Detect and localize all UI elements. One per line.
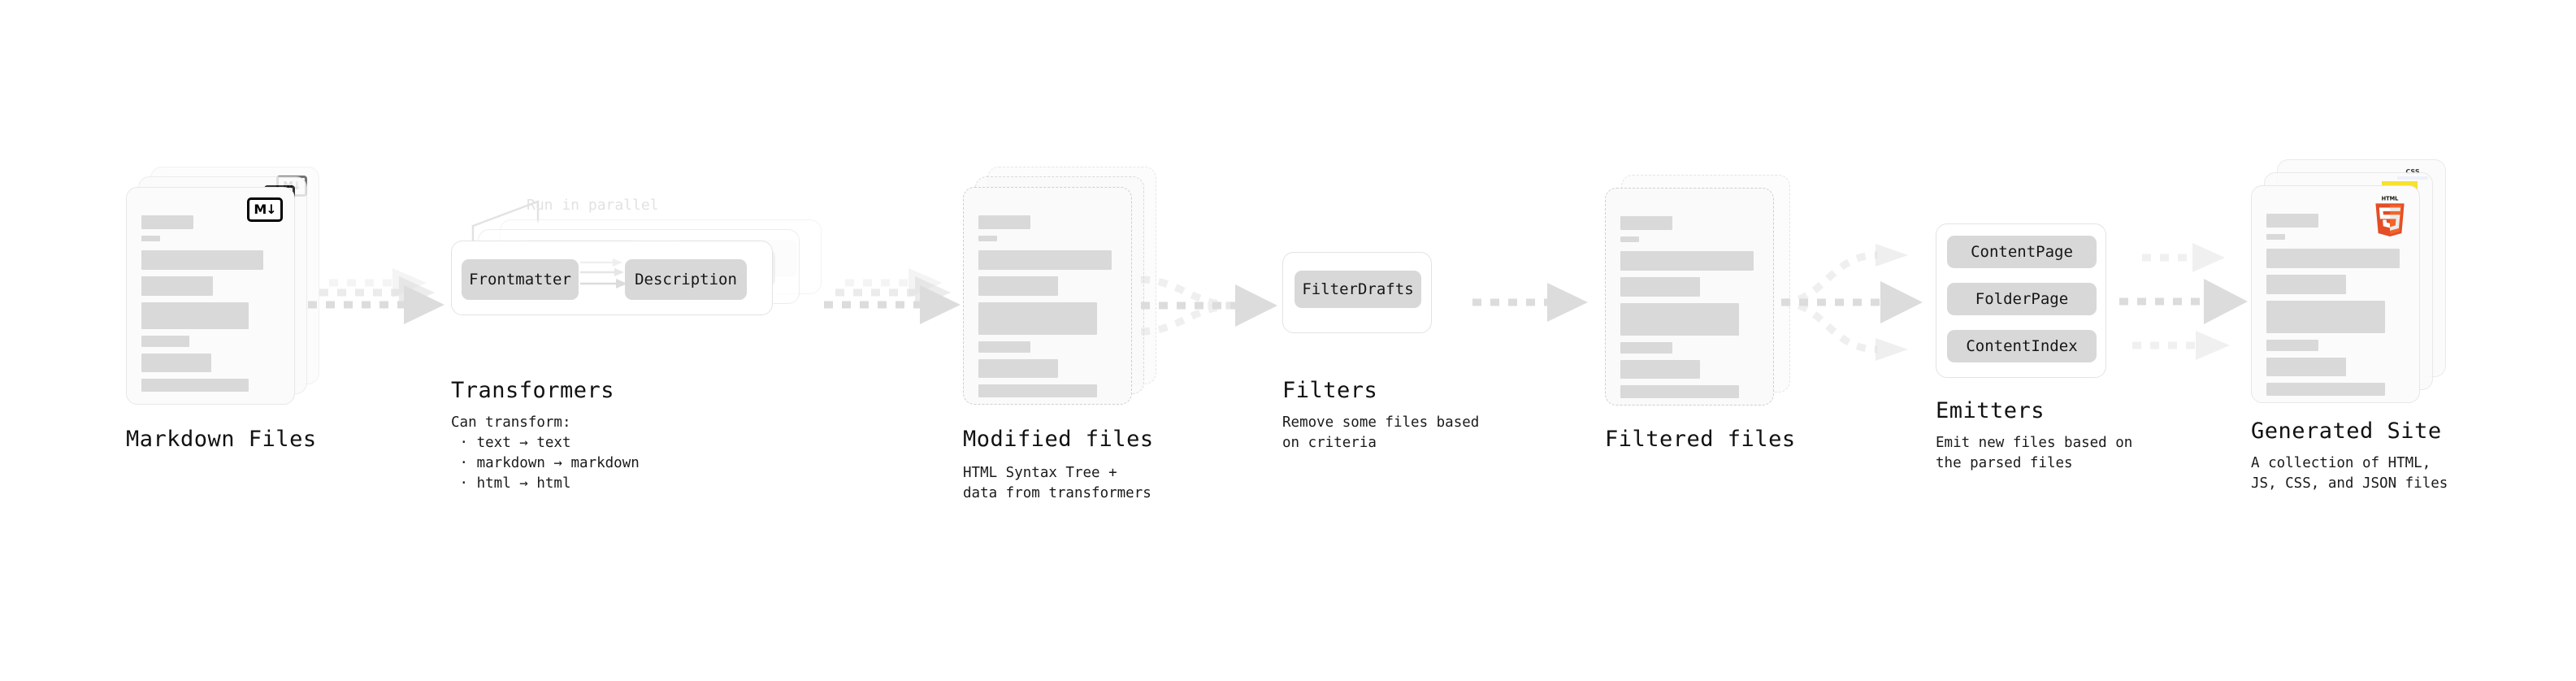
arrow-markdown-to-transformers	[305, 268, 451, 349]
chip-description[interactable]: Description	[625, 259, 747, 300]
generated-site-description: A collection of HTML, JS, CSS, and JSON …	[2251, 455, 2448, 492]
chip-folderpage[interactable]: FolderPage	[1947, 283, 2097, 315]
stage-title-modified-files: Modified files	[963, 427, 1154, 452]
markdown-badge: M↓	[247, 197, 283, 222]
stage-title-markdown-files: Markdown Files	[126, 427, 317, 452]
stage-title-filtered-files: Filtered files	[1605, 427, 1796, 452]
arrow-emitters-to-site	[2113, 240, 2259, 370]
stage-title-transformers: Transformers	[451, 378, 615, 403]
modified-file-front	[963, 187, 1132, 405]
html-file-front: HTML	[2251, 185, 2420, 403]
file-content-placeholder	[2266, 214, 2406, 402]
modified-files-description: HTML Syntax Tree + data from transformer…	[963, 465, 1151, 501]
file-content-placeholder	[141, 215, 281, 398]
run-in-parallel-bracket	[471, 195, 577, 244]
file-content-placeholder	[978, 215, 1118, 404]
filters-description: Remove some files based on criteria	[1282, 414, 1480, 451]
markdown-file-front: M↓	[126, 187, 295, 405]
transformers-card-front: Frontmatter Description	[451, 241, 773, 315]
stage-title-filters: Filters	[1282, 378, 1378, 403]
stage-title-generated-site: Generated Site	[2251, 419, 2442, 444]
chip-contentpage[interactable]: ContentPage	[1947, 236, 2097, 268]
file-content-placeholder	[1620, 216, 1760, 405]
arrow-modified-to-filters	[1138, 268, 1284, 349]
html5-badge: HTML	[2372, 194, 2408, 237]
svg-text:HTML: HTML	[2382, 196, 2400, 202]
chip-frontmatter[interactable]: Frontmatter	[462, 259, 579, 300]
filtered-file-front	[1605, 188, 1774, 406]
arrow-filters-to-filtered	[1471, 278, 1593, 327]
emitters-description: Emit new files based on the parsed files	[1936, 435, 2133, 471]
chip-connector-arrows	[580, 258, 639, 300]
filters-card: FilterDrafts	[1282, 252, 1432, 333]
chip-contentindex[interactable]: ContentIndex	[1947, 330, 2097, 362]
arrow-filtered-to-emitters	[1780, 244, 1930, 374]
transformers-description: Can transform: · text → text · markdown …	[451, 414, 640, 492]
stage-title-emitters: Emitters	[1936, 398, 2045, 423]
chip-filterdrafts[interactable]: FilterDrafts	[1295, 271, 1421, 308]
arrow-transformers-to-modified	[821, 268, 967, 349]
emitters-card: ContentPage FolderPage ContentIndex	[1936, 223, 2106, 378]
run-in-parallel-label: Run in parallel	[527, 197, 659, 214]
